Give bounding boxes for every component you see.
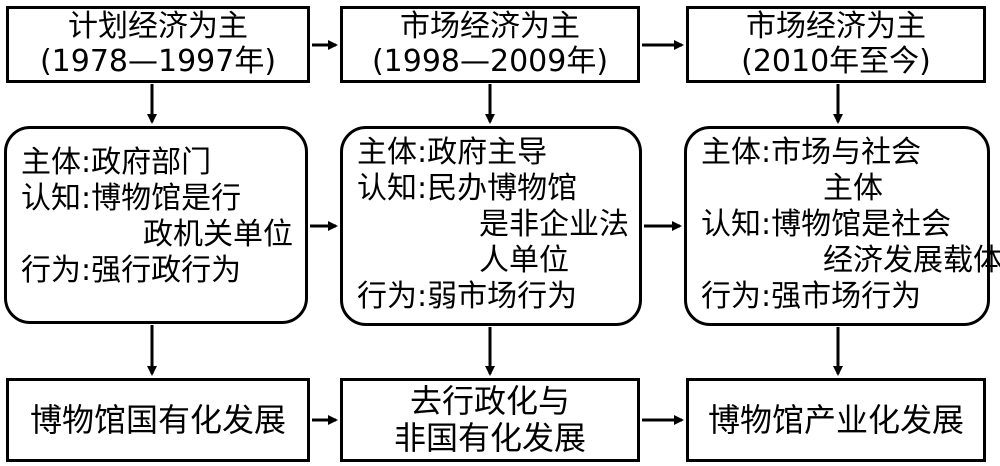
- stage-2-period: (1998—2009年): [371, 43, 609, 79]
- stage-2-title: 市场经济为主: [400, 9, 580, 44]
- stage-2-behavior: 行为: 弱市场行为: [357, 279, 578, 314]
- stage-2-details: 主体: 政府主导 认知: 民办博物馆 是非企业法 人单位 行为: 弱市场行为: [340, 126, 642, 326]
- stage-3-outcome: 博物馆产业化发展: [686, 378, 986, 462]
- stage-3-subject: 主体: 市场与社会: [701, 135, 922, 170]
- stage-2-outcome-text-2: 非国有化发展: [393, 419, 586, 457]
- stage-2-cognition-cont-1: 是非企业法: [479, 207, 629, 242]
- stage-2-outcome-text-1: 去行政化与: [409, 382, 570, 421]
- stage-1-cognition-cont: 政机关单位: [143, 217, 293, 252]
- stage-2-cognition: 认知: 民办博物馆: [357, 171, 578, 206]
- stage-1-subject: 主体: 政府部门: [21, 145, 212, 180]
- stage-3-details: 主体: 市场与社会 主体 认知: 博物馆是社会 经济发展载体 行为: 强市场行为: [684, 126, 1000, 326]
- stage-1-title: 计划经济为主: [68, 9, 248, 44]
- stage-1-behavior: 行为: 强行政行为: [21, 253, 242, 288]
- stage-1-cognition: 认知: 博物馆是行: [21, 181, 242, 216]
- stage-1-outcome-text: 博物馆国有化发展: [29, 400, 286, 439]
- stage-3-subject-cont: 主体: [823, 171, 883, 206]
- stage-1-details: 主体: 政府部门 认知: 博物馆是行 政机关单位 行为: 强行政行为: [4, 126, 308, 324]
- stage-2-header: 市场经济为主 (1998—2009年): [340, 6, 640, 83]
- stage-2-outcome: 去行政化与 非国有化发展: [340, 378, 640, 462]
- stage-3-cognition: 认知: 博物馆是社会: [701, 207, 952, 242]
- stage-1-period: (1978—1997年): [39, 43, 277, 79]
- stage-2-subject: 主体: 政府主导: [357, 135, 548, 170]
- stage-3-header: 市场经济为主 (2010年至今): [686, 6, 986, 83]
- stage-3-title: 市场经济为主: [746, 9, 926, 44]
- stage-3-cognition-cont: 经济发展载体: [823, 243, 1000, 278]
- stage-1-outcome: 博物馆国有化发展: [6, 378, 310, 462]
- stage-2-cognition-cont-2: 人单位: [479, 243, 569, 278]
- stage-3-period: (2010年至今): [741, 43, 931, 79]
- stage-3-outcome-text: 博物馆产业化发展: [707, 400, 964, 439]
- stage-3-behavior: 行为: 强市场行为: [701, 279, 922, 314]
- stage-1-header: 计划经济为主 (1978—1997年): [6, 6, 310, 83]
